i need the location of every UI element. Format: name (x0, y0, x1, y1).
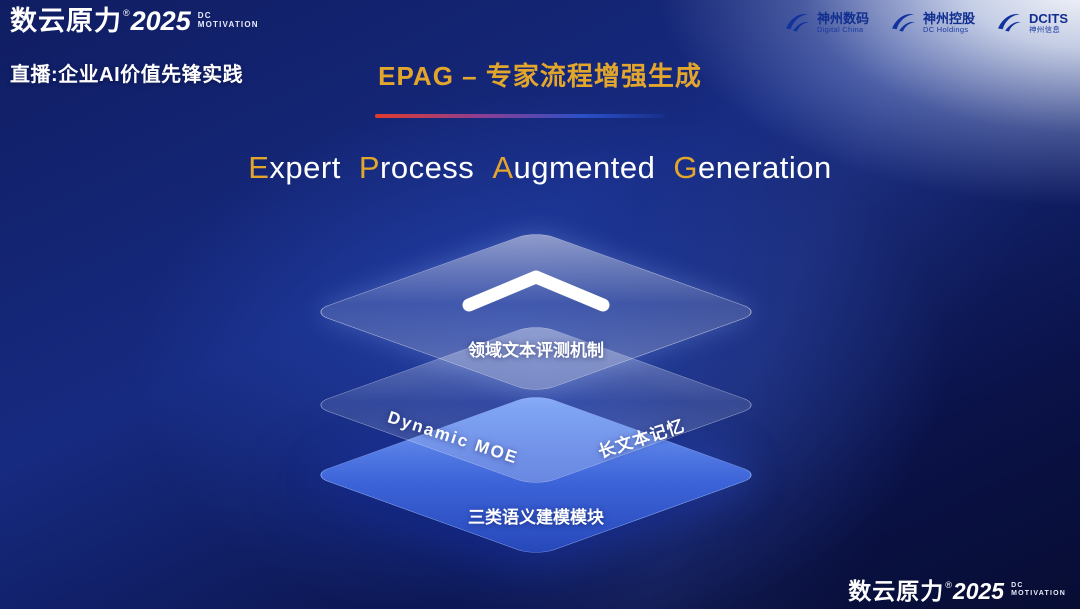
partner-subname: DC Holdings (922, 25, 969, 35)
dc-holdings-swoosh-icon (889, 9, 917, 37)
live-stream-label: 直播:企业AI价值先锋实践 (10, 64, 244, 86)
subtitle-rest: xpert (269, 150, 341, 185)
brand-name: 数云原力 (848, 578, 945, 604)
subtitle-capital: G (673, 150, 699, 185)
partner-name: 神州控股 (922, 10, 975, 26)
partner-subname: Digital China (816, 25, 864, 35)
brand-year: 2025 (130, 6, 191, 36)
dcits-swoosh-icon (995, 9, 1023, 37)
layer-top-evaluation (309, 230, 763, 394)
top-layer-label: 领域文本评测机制 (468, 341, 604, 360)
gradient-divider (375, 114, 665, 118)
brand-tagline: DC MOTIVATION (198, 11, 259, 29)
subtitle-capital: P (358, 150, 380, 185)
chevron-up-icon (461, 268, 611, 312)
partner-text: 神州数码 Digital China (816, 10, 869, 35)
page-title: EPAG – 专家流程增强生成 (378, 61, 702, 91)
brand-tagline-line2: MOTIVATION (197, 20, 259, 30)
subtitle-rest: eneration (698, 150, 832, 185)
subtitle-word: Generation (673, 150, 831, 186)
partner-text: 神州控股 DC Holdings (922, 10, 975, 35)
partner-subname: 神州信息 (1029, 25, 1061, 35)
brand-tagline: DC MOTIVATION (1011, 582, 1066, 598)
brand-logo-top-left: 数云原力®2025 DC MOTIVATION (10, 8, 259, 35)
brand-tagline-line1: DC (1011, 582, 1024, 589)
subtitle-word: Expert (248, 150, 341, 186)
dcits-logo: DCITS 神州信息 (995, 9, 1068, 37)
subtitle-expert-process-augmented-generation: Expert Process Augmented Generation (0, 150, 1080, 186)
digital-china-logo: 神州数码 Digital China (783, 9, 869, 37)
subtitle-capital: A (492, 150, 514, 185)
brand-tagline-line2: MOTIVATION (1011, 590, 1066, 598)
brand-registered-mark: ® (123, 8, 130, 18)
subtitle-word: Process (359, 150, 475, 186)
brand-registered-mark: ® (945, 580, 952, 590)
subtitle-capital: E (248, 150, 270, 185)
brand-logo-bottom-right: 数云原力®2025 DC MOTIVATION (848, 580, 1066, 603)
digital-china-swoosh-icon (783, 9, 811, 37)
brand-name: 数云原力 (10, 6, 122, 36)
dc-holdings-logo: 神州控股 DC Holdings (889, 9, 975, 37)
subtitle-word: Augmented (492, 150, 655, 186)
subtitle-rest: rocess (380, 150, 475, 185)
partner-name: DCITS (1029, 10, 1068, 26)
bottom-layer-label: 三类语义建模模块 (468, 508, 604, 527)
subtitle-rest: ugmented (513, 150, 656, 185)
partner-logos: 神州数码 Digital China 神州控股 DC Holdings DCIT… (783, 9, 1068, 37)
partner-name: 神州数码 (816, 10, 869, 26)
brand-tagline-line1: DC (197, 11, 212, 20)
brand-year: 2025 (952, 578, 1005, 604)
partner-text: DCITS 神州信息 (1029, 10, 1068, 35)
